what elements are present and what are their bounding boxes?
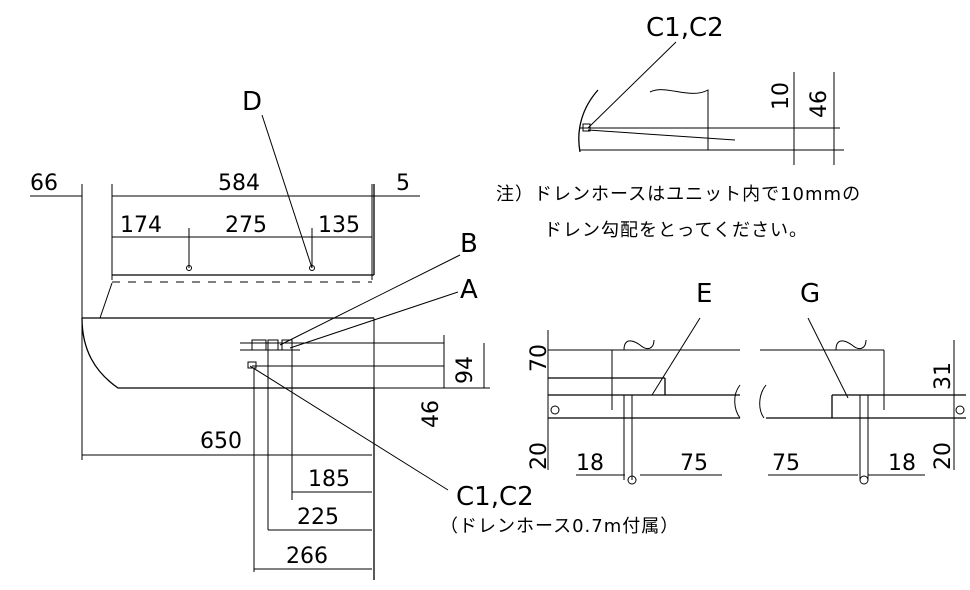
dim-650: 650 [200,429,242,454]
dim-75-G: 75 [772,451,800,476]
dim-185: 185 [308,467,350,492]
dim-66: 66 [30,171,58,196]
label-E: E [696,279,712,309]
dim-20-G: 20 [931,442,956,470]
label-A: A [460,275,478,305]
label-B: B [460,229,478,259]
label-D: D [242,87,262,117]
dim-174: 174 [120,213,162,238]
dim-31: 31 [931,362,956,390]
dim-135: 135 [318,213,360,238]
detail-E [547,317,741,485]
dim-20-E: 20 [527,442,552,470]
dim-5: 5 [396,171,410,196]
label-C1C2-detail: C1,C2 [646,13,724,43]
label-G: G [800,279,820,309]
dim-266: 266 [286,544,328,569]
hose-accessory-note: （ドレンホース0.7m付属） [440,516,679,537]
drain-note-line2: ドレン勾配をとってください。 [544,220,808,241]
dim-225: 225 [297,505,339,530]
dim-75-E: 75 [680,451,708,476]
dim-584: 584 [218,171,260,196]
dim-46-detail: 46 [807,90,832,118]
drain-note-line1: 注）ドレンホースはユニット内で10mmの [496,184,861,205]
dim-94: 94 [453,356,478,384]
dim-10: 10 [769,82,794,110]
dim-18-E: 18 [576,451,604,476]
dim-70: 70 [527,344,552,372]
label-C1C2-main: C1,C2 [456,482,534,512]
drain-slope-detail [578,41,844,165]
dim-46-main: 46 [419,400,444,428]
main-view [30,114,490,580]
dim-275: 275 [225,213,267,238]
dim-18-G: 18 [888,451,916,476]
detail-G [759,317,966,485]
